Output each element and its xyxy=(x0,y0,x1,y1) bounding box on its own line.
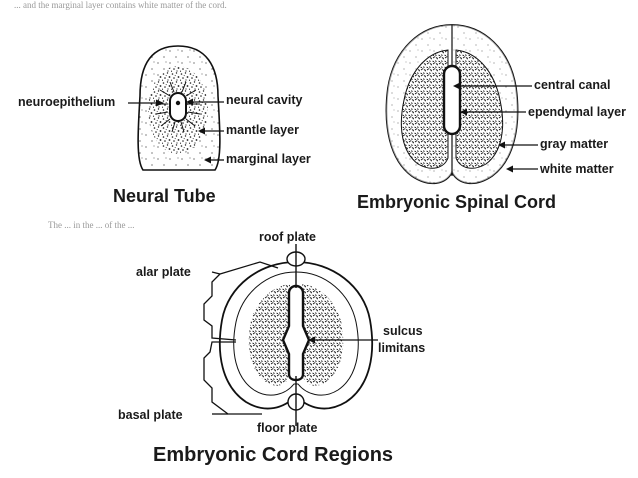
label-white-matter: white matter xyxy=(539,162,614,176)
gray-matter-right xyxy=(455,49,504,169)
label-sulcus: sulcus xyxy=(383,324,423,338)
label-alar-plate: alar plate xyxy=(136,265,191,279)
caption-neural-tube: Neural Tube xyxy=(113,186,216,206)
gray-matter-left xyxy=(400,49,449,169)
label-floor-plate: floor plate xyxy=(257,421,317,435)
header-snippet: ... and the marginal layer contains whit… xyxy=(14,0,227,10)
label-neural-cavity: neural cavity xyxy=(226,93,302,107)
spinal-cord-figure: central canal ependymal layer gray matte… xyxy=(357,24,626,212)
cord-gray-left xyxy=(248,284,290,386)
label-basal-plate: basal plate xyxy=(118,408,183,422)
neural-cavity xyxy=(169,92,187,122)
label-mantle-layer: mantle layer xyxy=(226,123,299,137)
label-gray-matter: gray matter xyxy=(540,137,608,151)
caption-embryonic-cord-regions: Embryonic Cord Regions xyxy=(153,444,393,466)
central-canal xyxy=(442,64,462,136)
label-limitans: limitans xyxy=(378,341,425,355)
label-roof-plate: roof plate xyxy=(259,230,316,244)
label-marginal-layer: marginal layer xyxy=(226,152,311,166)
label-central-canal: central canal xyxy=(534,78,610,92)
cord-gray-right xyxy=(302,284,344,386)
caption-embryonic-spinal-cord: Embryonic Spinal Cord xyxy=(357,192,556,212)
label-ependymal-layer: ependymal layer xyxy=(528,105,626,119)
neuroepithelium-rays xyxy=(155,81,201,133)
mid-snippet: The ... in the ... of the ... xyxy=(48,220,134,230)
alar-plate-bracket xyxy=(203,261,279,341)
neural-tube-figure: neuroepithelium neural cavity mantle lay… xyxy=(18,45,311,206)
label-neuroepithelium: neuroepithelium xyxy=(18,95,115,109)
basal-plate-bracket xyxy=(203,341,262,415)
cord-regions-figure: roof plate alar plate sulcus limitans ba… xyxy=(118,230,425,466)
